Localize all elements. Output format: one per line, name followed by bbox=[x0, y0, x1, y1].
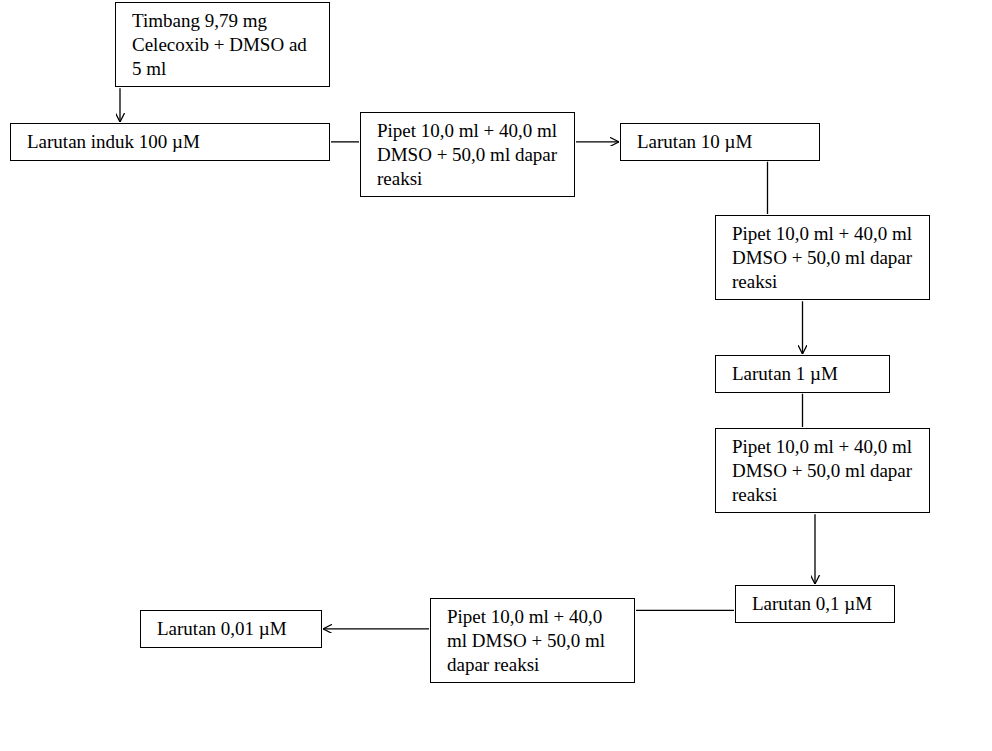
connector-line bbox=[331, 141, 359, 142]
process-box: Pipet 10,0 ml + 40,0 ml DMSO + 50,0 ml d… bbox=[360, 112, 575, 197]
connector-line bbox=[802, 394, 803, 427]
box-text: Larutan 1 µM bbox=[732, 362, 877, 386]
process-box: Larutan 1 µM bbox=[715, 355, 890, 393]
box-text: Larutan 0,01 µM bbox=[157, 617, 309, 641]
process-box: Larutan induk 100 µM bbox=[10, 123, 330, 161]
arrow-connector bbox=[814, 514, 815, 584]
box-text: Timbang 9,79 mg Celecoxib + DMSO ad 5 ml bbox=[132, 9, 317, 80]
arrow-connector bbox=[802, 301, 803, 354]
box-text: Larutan 0,1 µM bbox=[752, 592, 882, 616]
process-box: Larutan 10 µM bbox=[620, 123, 820, 161]
process-box: Timbang 9,79 mg Celecoxib + DMSO ad 5 ml bbox=[115, 2, 330, 87]
process-box: Pipet 10,0 ml + 40,0 ml DMSO + 50,0 ml d… bbox=[715, 428, 930, 513]
arrow-connector bbox=[119, 88, 120, 122]
process-box: Pipet 10,0 ml + 40,0 ml DMSO + 50,0 ml d… bbox=[715, 215, 930, 300]
box-text: Larutan induk 100 µM bbox=[27, 130, 317, 154]
box-text: Pipet 10,0 ml + 40,0 ml DMSO + 50,0 ml d… bbox=[447, 605, 622, 676]
process-box: Larutan 0,01 µM bbox=[140, 610, 322, 648]
box-text: Pipet 10,0 ml + 40,0 ml DMSO + 50,0 ml d… bbox=[732, 435, 917, 506]
arrow-connector bbox=[323, 628, 429, 629]
connector-line bbox=[636, 610, 734, 611]
process-box: Larutan 0,1 µM bbox=[735, 585, 895, 623]
process-box: Pipet 10,0 ml + 40,0 ml DMSO + 50,0 ml d… bbox=[430, 598, 635, 683]
box-text: Pipet 10,0 ml + 40,0 ml DMSO + 50,0 ml d… bbox=[732, 222, 917, 293]
box-text: Pipet 10,0 ml + 40,0 ml DMSO + 50,0 ml d… bbox=[377, 119, 562, 190]
box-text: Larutan 10 µM bbox=[637, 130, 807, 154]
arrow-connector bbox=[576, 141, 619, 142]
connector-line bbox=[767, 162, 768, 214]
